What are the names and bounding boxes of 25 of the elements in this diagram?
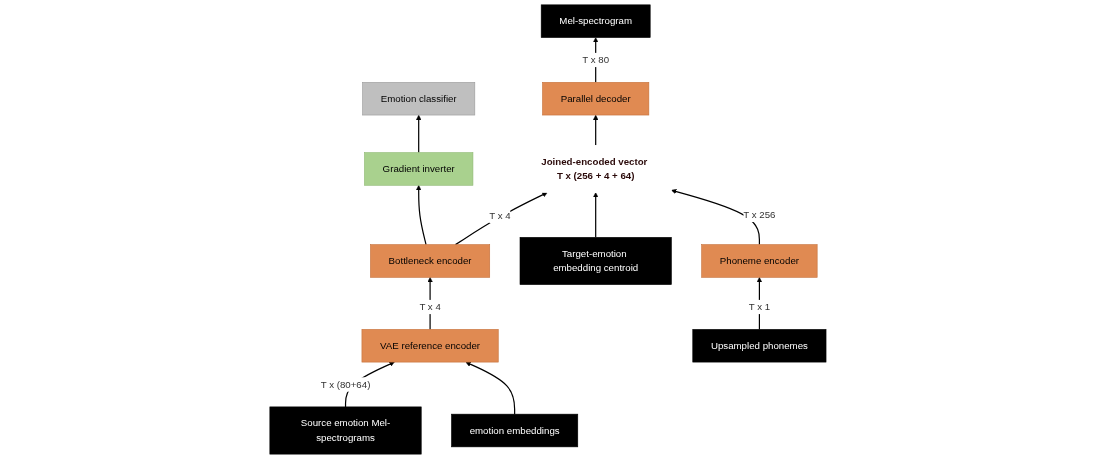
node-box: Bottleneck encoder <box>370 244 491 278</box>
arrow <box>671 188 761 246</box>
node-box: Parallel decoder <box>542 82 650 116</box>
node-box: Emotion classifier <box>362 82 476 116</box>
arrow <box>465 361 516 415</box>
node-box: Target-emotion embedding centroid <box>519 237 672 285</box>
arrow <box>416 185 427 246</box>
arrow <box>416 114 422 154</box>
node-box: emotion embeddings <box>451 413 579 448</box>
node-text: Joined-encoded vector T x (256 + 4 + 64) <box>541 156 648 182</box>
edge-label: T x 4 <box>419 301 441 312</box>
edge-label: T x 256 <box>743 209 776 220</box>
node-box: Source emotion Mel-spectrograms <box>269 406 422 455</box>
node-box: Mel-spectrogram <box>540 4 651 38</box>
edge-label: T x (80+64) <box>320 379 371 390</box>
arrow <box>454 192 548 246</box>
arrow <box>593 192 599 238</box>
node-box: VAE reference encoder <box>361 329 499 363</box>
arrow <box>593 114 599 146</box>
edge-label: T x 1 <box>748 301 771 312</box>
node-box: Phoneme encoder <box>701 244 818 278</box>
node-box: Gradient inverter <box>364 152 474 186</box>
edge-label: T x 80 <box>582 54 610 65</box>
node-box: Upsampled phonemes <box>692 329 827 363</box>
edge-label: T x 4 <box>489 210 511 221</box>
